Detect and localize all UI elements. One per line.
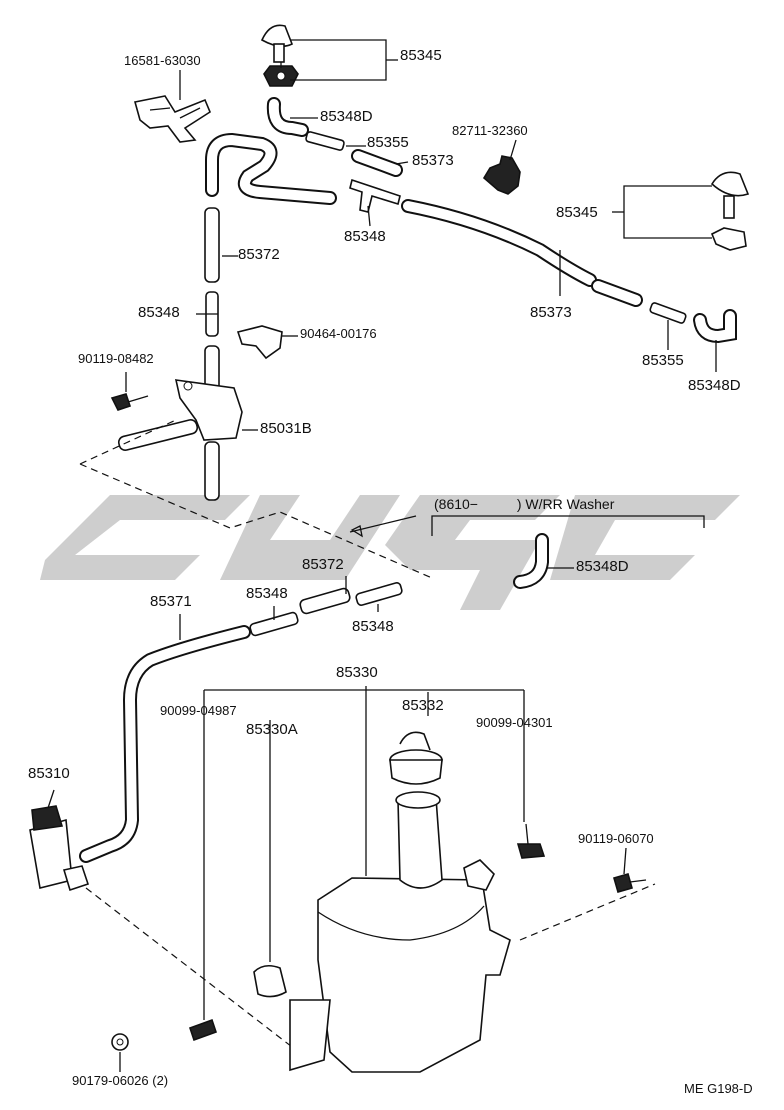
label-85345-top: 85345	[400, 47, 442, 64]
label-85348-top: 85348	[344, 228, 386, 245]
label-90099-04301: 90099-04301	[476, 715, 553, 730]
nozzle-right	[710, 171, 750, 251]
connector-85355-top	[305, 131, 345, 151]
label-85355-right: 85355	[642, 352, 684, 369]
tank-85330	[289, 791, 511, 1073]
label-85372-low: 85372	[302, 556, 344, 573]
label-90179-06026: 90179-06026 (2)	[72, 1073, 169, 1088]
label-85330: 85330	[336, 664, 378, 681]
label-85310: 85310	[28, 765, 70, 782]
label-85371: 85371	[150, 593, 192, 610]
sensor-82711	[482, 155, 521, 195]
label-90119-08482: 90119-08482	[78, 351, 154, 366]
label-85345-right: 85345	[556, 204, 598, 221]
label-85373-right: 85373	[530, 304, 572, 321]
pump-85310	[29, 805, 90, 892]
nozzle-top	[260, 24, 299, 87]
label-85031B: 85031B	[260, 420, 312, 437]
tee-85348-top	[349, 178, 401, 213]
label-82711-32360: 82711-32360	[452, 123, 528, 138]
label-85348-mid: 85348	[138, 304, 180, 321]
label-85348D-top: 85348D	[320, 108, 373, 125]
valve-85031B	[117, 379, 243, 501]
cap-85332	[389, 731, 443, 785]
label-85372-top: 85372	[238, 246, 280, 263]
bracket-16581	[133, 95, 211, 143]
label-85330A: 85330A	[246, 721, 298, 738]
label-85355-top: 85355	[367, 134, 409, 151]
label-85348-low2: 85348	[352, 618, 394, 635]
label-90119-06070: 90119-06070	[578, 831, 654, 846]
label-85332: 85332	[402, 697, 444, 714]
label-90099-04987: 90099-04987	[160, 703, 237, 718]
label-85373-top: 85373	[412, 152, 454, 169]
label-16581-63030: 16581-63030	[124, 53, 201, 68]
label-85348D-wrr: 85348D	[576, 558, 629, 575]
label-90464-00176: 90464-00176	[300, 326, 377, 341]
label-85348-low1: 85348	[246, 585, 288, 602]
bolt-90119-08482	[110, 393, 149, 411]
label-wrr-washer: (8610− ) W/RR Washer	[434, 496, 615, 512]
label-85348D-right: 85348D	[688, 377, 741, 394]
diagram-code: ME G198-D	[684, 1081, 753, 1096]
